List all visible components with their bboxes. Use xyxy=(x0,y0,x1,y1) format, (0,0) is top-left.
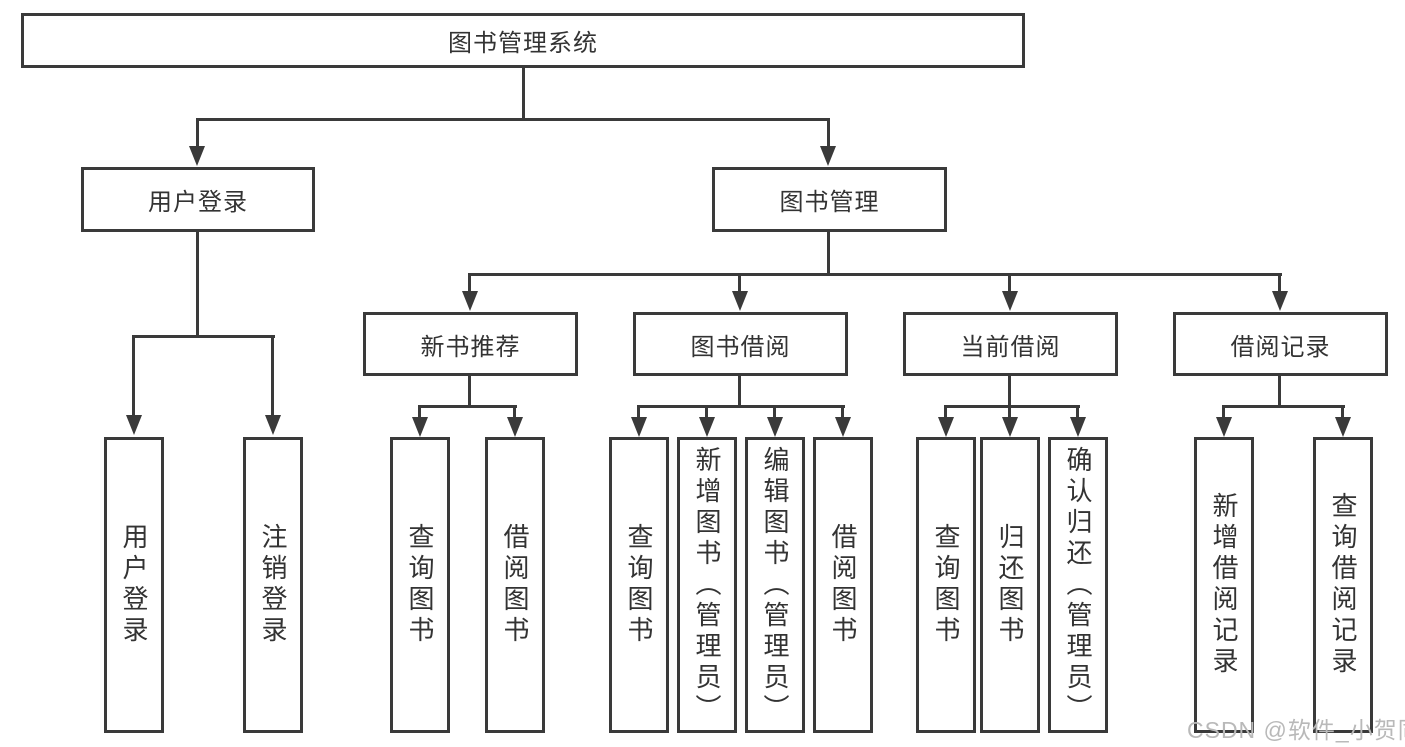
node-book-mgmt-label: 图书管理 xyxy=(779,189,880,216)
arrow-down-icon xyxy=(462,291,478,311)
connector-drop xyxy=(1222,405,1225,419)
leaf-label: 借阅图书 xyxy=(828,523,858,647)
arrow-down-icon xyxy=(1002,417,1018,437)
connector-drop-leaf-login xyxy=(132,335,135,415)
connector-recommend-trunk xyxy=(468,376,471,407)
leaf-label: 确认归还（管理员） xyxy=(1063,445,1093,725)
leaf-cb-query-book: 查询图书 xyxy=(916,437,976,733)
leaf-label: 注销登录 xyxy=(258,523,288,647)
node-root: 图书管理系统 xyxy=(21,13,1025,68)
leaf-label: 查询图书 xyxy=(624,523,654,647)
connector-drop-section-borrow xyxy=(738,273,741,292)
leaf-cb-confirm-return-admin: 确认归还（管理员） xyxy=(1048,437,1108,733)
arrow-down-icon xyxy=(938,417,954,437)
leaf-label: 查询图书 xyxy=(405,523,435,647)
node-book-mgmt: 图书管理 xyxy=(712,167,947,232)
connector-drop-user-login xyxy=(196,118,199,147)
leaf-br-query-record: 查询借阅记录 xyxy=(1313,437,1373,733)
connector-drop-section-current xyxy=(1008,273,1011,292)
arrow-down-icon xyxy=(265,415,281,435)
arrow-down-icon xyxy=(732,291,748,311)
section-label: 图书借阅 xyxy=(690,333,791,361)
arrow-down-icon xyxy=(1002,291,1018,311)
leaf-label: 借阅图书 xyxy=(500,523,530,647)
leaf-label: 查询图书 xyxy=(931,523,961,647)
connector-borrow-trunk xyxy=(738,376,741,407)
arrow-down-icon xyxy=(507,417,523,437)
connector-current-rail xyxy=(944,405,1080,408)
leaf-bb-edit-book-admin: 编辑图书（管理员） xyxy=(745,437,805,733)
leaf-nbr-query-book: 查询图书 xyxy=(390,437,450,733)
connector-drop xyxy=(841,405,844,419)
leaf-label: 查询借阅记录 xyxy=(1328,492,1358,678)
connector-drop xyxy=(944,405,947,419)
arrow-down-icon xyxy=(1335,417,1351,437)
node-user-login-label: 用户登录 xyxy=(148,189,248,216)
arrow-down-icon xyxy=(699,417,715,437)
section-borrow-records: 借阅记录 xyxy=(1173,312,1388,376)
arrow-down-icon xyxy=(1272,291,1288,311)
connector-root-trunk xyxy=(522,68,525,120)
connector-drop-book-mgmt xyxy=(827,118,830,147)
leaf-label: 归还图书 xyxy=(995,523,1025,647)
connector-drop-section-recommend xyxy=(468,273,471,292)
connector-borrow-rail xyxy=(637,405,845,408)
leaf-bb-borrow-book: 借阅图书 xyxy=(813,437,873,733)
arrow-down-icon xyxy=(767,417,783,437)
leaf-bb-query-book: 查询图书 xyxy=(609,437,669,733)
connector-records-trunk xyxy=(1278,376,1281,407)
arrow-down-icon xyxy=(820,146,836,166)
watermark-text: CSDN @软件_小贺同学 xyxy=(1187,717,1405,743)
leaf-label: 用户登录 xyxy=(119,523,149,647)
section-label: 新书推荐 xyxy=(420,333,521,361)
leaf-cb-return-book: 归还图书 xyxy=(980,437,1040,733)
leaf-nbr-borrow-book: 借阅图书 xyxy=(485,437,545,733)
arrow-down-icon xyxy=(189,146,205,166)
section-label: 当前借阅 xyxy=(960,333,1061,361)
leaf-label: 编辑图书（管理员） xyxy=(760,445,790,725)
connector-drop-section-records xyxy=(1278,273,1281,292)
leaf-logout: 注销登录 xyxy=(243,437,303,733)
section-current-borrow: 当前借阅 xyxy=(903,312,1118,376)
section-label: 借阅记录 xyxy=(1230,333,1331,361)
connector-drop xyxy=(1076,405,1079,419)
arrow-down-icon xyxy=(412,417,428,437)
connector-drop xyxy=(705,405,708,419)
connector-drop xyxy=(513,405,516,419)
leaf-label: 新增图书（管理员） xyxy=(692,445,722,725)
connector-user-login-trunk xyxy=(196,232,199,337)
connector-drop-leaf-logout xyxy=(271,335,274,415)
arrow-down-icon xyxy=(126,415,142,435)
leaf-user-login: 用户登录 xyxy=(104,437,164,733)
arrow-down-icon xyxy=(631,417,647,437)
connector-book-mgmt-trunk xyxy=(827,232,830,275)
node-root-label: 图书管理系统 xyxy=(448,30,598,57)
connector-drop xyxy=(1341,405,1344,419)
connector-records-rail xyxy=(1222,405,1345,408)
section-new-book-recommend: 新书推荐 xyxy=(363,312,578,376)
leaf-label: 新增借阅记录 xyxy=(1209,492,1239,678)
arrow-down-icon xyxy=(835,417,851,437)
arrow-down-icon xyxy=(1070,417,1086,437)
connector-drop xyxy=(1008,405,1011,419)
connector-user-login-rail xyxy=(132,335,275,338)
connector-current-trunk xyxy=(1008,376,1011,407)
leaf-bb-add-book-admin: 新增图书（管理员） xyxy=(677,437,737,733)
section-book-borrow: 图书借阅 xyxy=(633,312,848,376)
leaf-br-add-record: 新增借阅记录 xyxy=(1194,437,1254,733)
arrow-down-icon xyxy=(1216,417,1232,437)
connector-level1-rail xyxy=(196,118,830,121)
node-user-login: 用户登录 xyxy=(81,167,315,232)
connector-book-mgmt-rail xyxy=(469,273,1282,276)
connector-recommend-rail xyxy=(418,405,517,408)
connector-drop xyxy=(418,405,421,419)
connector-drop xyxy=(773,405,776,419)
connector-drop xyxy=(637,405,640,419)
